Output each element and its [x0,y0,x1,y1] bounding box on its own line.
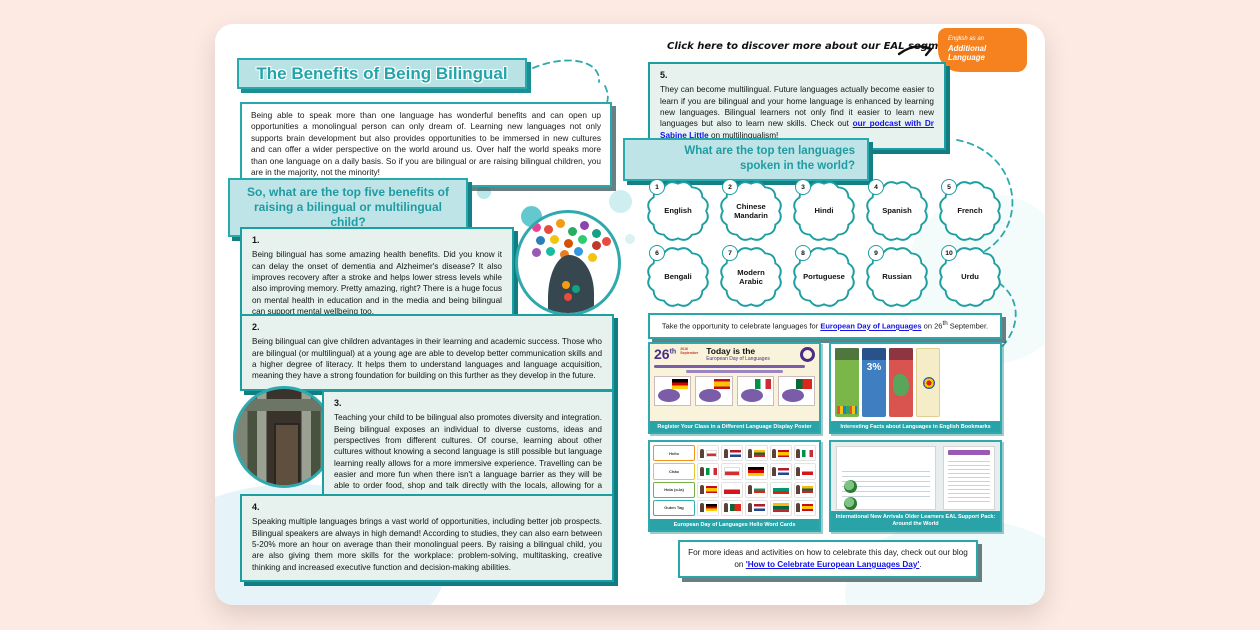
benefit-text: Being bilingual has some amazing health … [252,250,502,316]
blog-link[interactable]: 'How to Celebrate European Languages Day… [745,559,920,569]
eal-cta-text[interactable]: Click here to discover more about our EA… [667,41,962,52]
resource-hello-word-cards[interactable]: Hello Chào Hola (o-la) Guten Tag [648,440,821,532]
decorative-circle [609,190,632,213]
colorful-idea-dots [532,223,541,232]
gear-dots [562,281,570,289]
resource-caption: European Day of Languages Hello Word Car… [650,519,819,530]
decorative-circle [477,185,491,199]
benefit-number: 1. [252,235,260,245]
benefit-text: They can become multilingual. Future lan… [660,85,934,140]
edl-logo-ring [800,347,815,362]
celebrate-banner: Take the opportunity to celebrate langua… [648,313,1002,339]
curved-arrow-icon [897,45,933,57]
language-rank: 1 [649,179,665,195]
brain-illustration [515,210,621,316]
resource-caption: International New Arrivals Older Learner… [831,511,1000,530]
support-pack-preview-image [831,442,1000,512]
footer-blog-box: For more ideas and activities on how to … [678,540,978,578]
eal-tab-line2: Additional Language [948,43,987,63]
infographic-document: The Benefits of Being Bilingual Being ab… [215,24,1045,605]
intro-text: Being able to speak more than one langua… [240,102,612,187]
page-title: The Benefits of Being Bilingual [237,58,527,89]
temple-photo [233,386,335,488]
european-day-link[interactable]: European Day of Languages [820,321,922,331]
germany-flag-icon [672,378,689,389]
resource-caption: Interesting Facts about Languages in Eng… [831,421,1000,432]
temple-lintel [236,399,332,411]
bookmarks-preview-image: 3% [831,344,1000,421]
benefit-box-1: 1. Being bilingual has some amazing heal… [240,227,514,327]
benefit-number: 2. [252,322,260,332]
benefit-number: 3. [334,398,342,408]
head-silhouette [548,255,594,313]
top-languages-heading: What are the top ten languages spoken in… [623,138,869,181]
resource-bookmarks[interactable]: 3% Interesting Facts about Languages in … [829,342,1002,434]
benefit-number: 4. [252,502,260,512]
spain-flag-icon [713,378,730,389]
benefit-box-2: 2. Being bilingual can give children adv… [240,314,614,391]
eal-tab-button[interactable]: English as an Additional Language [938,28,1027,72]
temple-door [274,423,300,485]
benefit-text: Teaching your child to be bilingual also… [334,413,602,501]
benefit-number: 5. [660,70,668,80]
portugal-flag-icon [796,378,812,389]
resource-caption: Register Your Class in a Different Langu… [650,421,819,432]
benefit-box-5: 5. They can become multilingual. Future … [648,62,946,150]
benefit-box-3: 3. Teaching your child to be bilingual a… [322,390,614,512]
benefit-box-4: 4. Speaking multiple languages brings a … [240,494,614,582]
decorative-circle [625,234,635,244]
benefit-text: Speaking multiple languages brings a vas… [252,517,602,572]
eal-tab-line1: English as an [948,36,985,42]
word-cards-preview-image: Hello Chào Hola (o-la) Guten Tag [650,442,819,519]
italy-flag-icon [754,378,771,389]
resource-eal-support-pack[interactable]: International New Arrivals Older Learner… [829,440,1002,532]
podcast-link[interactable]: our podcast with Dr Sabine Little [660,119,934,140]
language-name: English [664,206,692,216]
benefit-text: Being bilingual can give children advant… [252,337,602,381]
